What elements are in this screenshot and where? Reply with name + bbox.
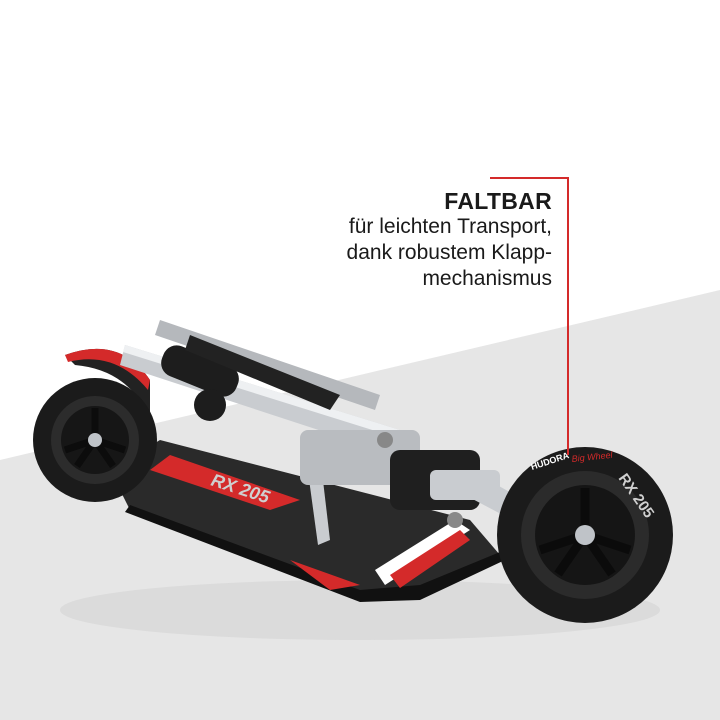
callout-pointer-line — [490, 177, 569, 455]
callout-line-3: mechanismus — [422, 267, 552, 290]
steering-column — [120, 320, 586, 546]
scooter-deck: RX 205 — [110, 440, 505, 602]
front-wheel: HUDORA Big Wheel RX 205 — [497, 447, 673, 623]
feature-callout: FALTBAR für leichten Transport, dank rob… — [347, 188, 552, 292]
rear-wheel — [33, 378, 157, 502]
callout-line-1: für leichten Transport, — [348, 215, 552, 238]
callout-line-2: dank robustem Klapp- — [346, 241, 552, 264]
callout-title: FALTBAR — [444, 188, 552, 214]
wheel-label-text: Big Wheel — [571, 450, 614, 464]
